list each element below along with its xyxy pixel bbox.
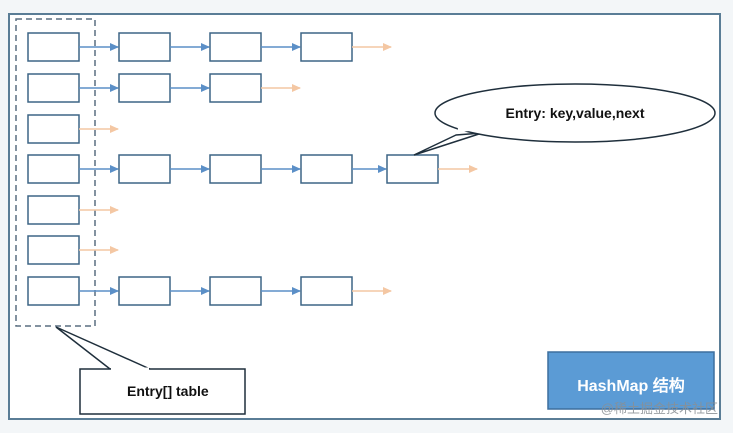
table-callout: Entry[] table [55, 326, 246, 415]
entry-node-7-1 [118, 276, 171, 306]
entry-node-1-3 [300, 32, 353, 62]
bucket-5 [27, 195, 80, 225]
chains-layer [27, 32, 478, 306]
entry-node-1-1 [118, 32, 171, 62]
bucket-1 [27, 32, 80, 62]
entry-node-2-1 [118, 73, 171, 103]
watermark-text: @稀土掘金技术社区 [601, 401, 718, 416]
entry-callout-text: Entry: key,value,next [505, 105, 644, 121]
entry-node-7-3 [300, 276, 353, 306]
bucket-4 [27, 154, 80, 184]
entry-callout: Entry: key,value,next [413, 83, 716, 156]
title-badge-text: HashMap 结构 [577, 376, 685, 395]
entry-node-4-1 [118, 154, 171, 184]
entry-node-4-3 [300, 154, 353, 184]
entry-callout-ellipse [434, 83, 716, 143]
table-callout-box [79, 368, 246, 415]
entry-callout-joint [457, 126, 483, 132]
bucket-6 [27, 235, 80, 265]
bucket-3 [27, 114, 80, 144]
title-badge-box [547, 351, 715, 410]
table-callout-text: Entry[] table [127, 383, 209, 399]
entry-node-7-2 [209, 276, 262, 306]
entry-node-2-2 [209, 73, 262, 103]
entry-callout-pointer [413, 132, 483, 156]
hashmap-title-badge: HashMap 结构 [547, 351, 715, 410]
bucket-7 [27, 276, 80, 306]
bucket-2 [27, 73, 80, 103]
entry-node-4-4 [386, 154, 439, 184]
entry-node-1-2 [209, 32, 262, 62]
table-boundary [15, 18, 96, 327]
entry-node-4-2 [209, 154, 262, 184]
